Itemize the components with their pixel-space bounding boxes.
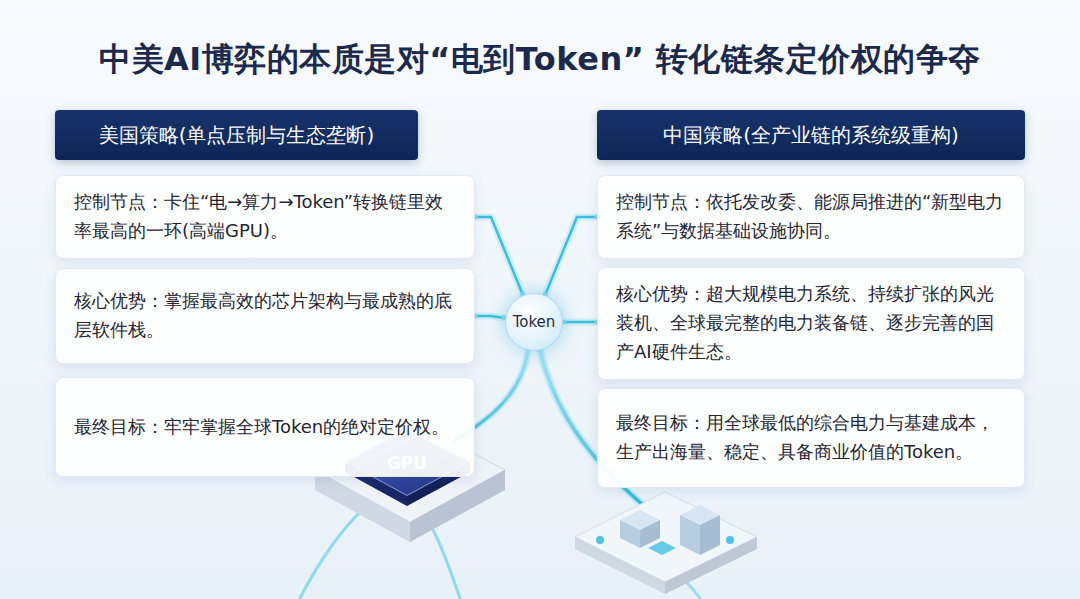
connector-line bbox=[545, 217, 597, 294]
strategy-card: 最终目标：用全球最低的综合电力与基建成本，生产出海量、稳定、具备商业价值的Tok… bbox=[597, 388, 1025, 488]
strategy-header: 中国策略(全产业链的系统级重构) bbox=[597, 110, 1025, 160]
connector-glow bbox=[545, 217, 597, 294]
node-text: 中国策略(全产业链的系统级重构) bbox=[663, 122, 959, 149]
strategy-card: 控制节点：卡住“电→算力→Token”转换链里效率最高的一环(高端GPU)。 bbox=[55, 175, 475, 259]
connector-glow bbox=[564, 319, 597, 326]
strategy-card: 核心优势：掌握最高效的芯片架构与最成熟的底层软件栈。 bbox=[55, 268, 475, 364]
node-text: 美国策略(单点压制与生态垄断) bbox=[99, 122, 375, 149]
connector-line bbox=[475, 316, 504, 318]
building bbox=[680, 515, 700, 555]
node-text: 最终目标：用全球最低的综合电力与基建成本，生产出海量、稳定、具备商业价值的Tok… bbox=[616, 409, 1006, 467]
light-dot bbox=[726, 536, 734, 544]
connector-line bbox=[564, 321, 597, 324]
strategy-header: 美国策略(单点压制与生态垄断) bbox=[55, 110, 418, 160]
diagram-title: 中美AI博弈的本质是对“电到Token” 转化链条定价权的争夺 bbox=[0, 38, 1080, 82]
node-text: 核心优势：掌握最高效的芯片架构与最成熟的底层软件栈。 bbox=[74, 287, 456, 345]
node-text: 最终目标：牢牢掌握全球Token的绝对定价权。 bbox=[74, 413, 456, 442]
strategy-card: 核心优势：超大规模电力系统、持续扩张的风光装机、全球最完整的电力装备链、逐步完善… bbox=[597, 267, 1025, 380]
connector bbox=[543, 215, 600, 297]
node-text: 控制节点：依托发改委、能源局推进的“新型电力系统”与数据基础设施协同。 bbox=[616, 188, 1006, 246]
strategy-card: 控制节点：依托发改委、能源局推进的“新型电力系统”与数据基础设施协同。 bbox=[597, 175, 1025, 259]
node-text: 核心优势：超大规模电力系统、持续扩张的风光装机、全球最完整的电力装备链、逐步完善… bbox=[616, 280, 1006, 366]
connector-glow bbox=[475, 316, 504, 318]
connector bbox=[562, 320, 600, 325]
building bbox=[700, 515, 720, 555]
node-text: 控制节点：卡住“电→算力→Token”转换链里效率最高的一环(高端GPU)。 bbox=[74, 188, 456, 246]
connector bbox=[473, 314, 507, 321]
connector-line bbox=[475, 217, 523, 294]
connector-glow bbox=[475, 217, 523, 294]
city-platform bbox=[575, 492, 757, 594]
node-text: Token bbox=[513, 313, 556, 331]
platform-side bbox=[575, 537, 665, 594]
connector bbox=[473, 215, 526, 297]
chip-label: GPU bbox=[387, 453, 427, 473]
building bbox=[620, 520, 640, 548]
light-dot bbox=[596, 536, 604, 544]
token-circle: Token bbox=[505, 293, 563, 351]
platform-top bbox=[575, 492, 757, 582]
energy-node bbox=[648, 541, 676, 555]
